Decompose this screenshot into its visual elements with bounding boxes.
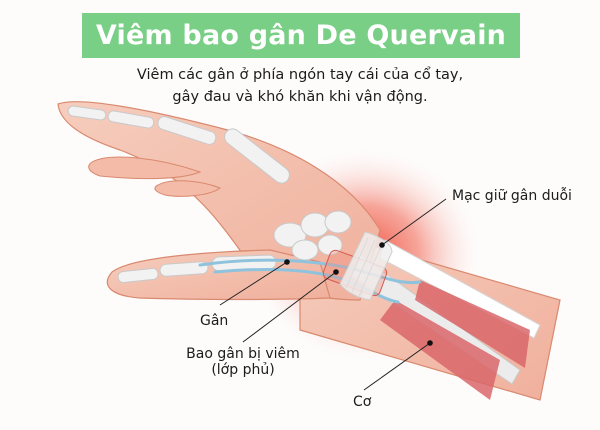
retinaculum-fibers — [345, 237, 383, 297]
leader-muscle — [363, 342, 431, 391]
description-line-1: Viêm các gân ở phía ngón tay cái của cổ … — [136, 67, 464, 83]
leader-extensor-retinaculum — [381, 198, 447, 246]
label-inflamed-sheath-line-2: (lớp phủ) — [211, 362, 275, 378]
label-extensor-retinaculum: Mạc giữ gân duỗi — [452, 188, 572, 204]
label-inflamed-sheath-line-1: Bao gân bị viêm — [186, 346, 300, 362]
page-title: Viêm bao gân De Quervain — [95, 20, 507, 51]
label-muscle: Cơ — [353, 394, 372, 410]
leader-dots — [284, 242, 433, 346]
carpal-bones — [273, 210, 352, 261]
middle-finger — [88, 156, 202, 180]
label-inflamed-sheath: Bao gân bị viêm (lớp phủ) — [178, 346, 308, 378]
finger-bones — [67, 105, 290, 184]
extensor-retinaculum-band — [339, 231, 393, 301]
label-tendon: Gân — [200, 313, 229, 329]
title-banner: Viêm bao gân De Quervain — [82, 13, 520, 58]
description: Viêm các gân ở phía ngón tay cái của cổ … — [120, 64, 480, 108]
description-line-2: gây đau và khó khăn khi vận động. — [172, 89, 428, 105]
tendons — [198, 258, 422, 304]
leader-tendon — [219, 261, 288, 306]
muscle-lower — [380, 300, 500, 400]
leader-inflamed-sheath — [242, 271, 337, 343]
muscle-upper — [415, 280, 530, 368]
ring-finger — [154, 180, 221, 197]
leader-lines — [219, 198, 447, 391]
